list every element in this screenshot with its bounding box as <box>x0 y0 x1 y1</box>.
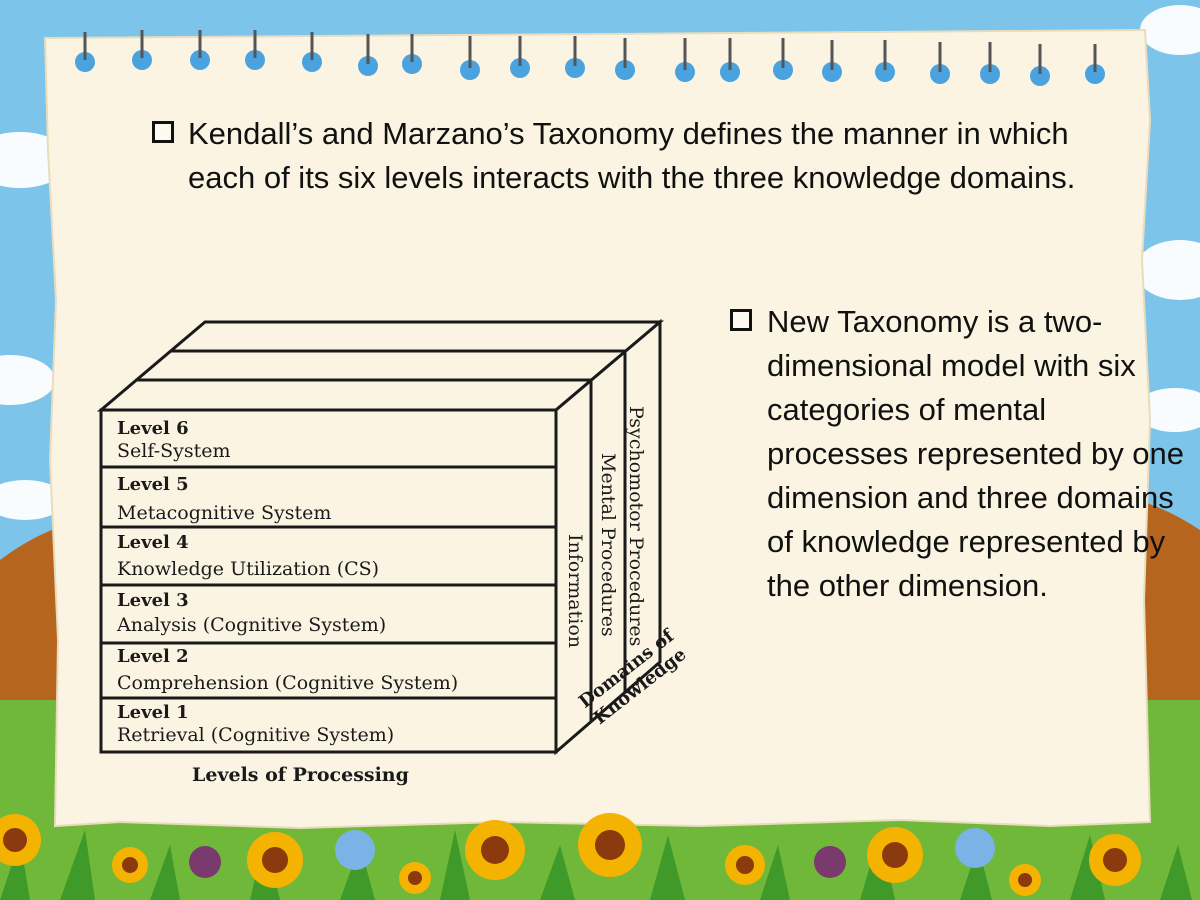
level-4-label: Level 4 Knowledge Utilization (CS) <box>117 532 379 580</box>
grass <box>0 830 1192 900</box>
level-name: Comprehension (Cognitive System) <box>117 672 459 694</box>
domain-label-information: Information <box>564 533 586 649</box>
level-name: Analysis (Cognitive System) <box>117 614 387 636</box>
level-1-label: Level 1 Retrieval (Cognitive System) <box>117 702 394 746</box>
spiral-binding <box>75 30 1105 86</box>
level-6-label: Level 6 Self-System <box>117 418 231 462</box>
domain-label-psychomotor-procedures: Psychomotor Procedures <box>625 406 647 647</box>
level-title: Level 5 <box>117 474 189 495</box>
sunflowers <box>0 813 1141 896</box>
levels-axis-label: Levels of Processing <box>192 764 409 786</box>
domain-label-mental-procedures: Mental Procedures <box>597 453 619 637</box>
level-2-label: Level 2 Comprehension (Cognitive System) <box>117 646 458 694</box>
level-title: Level 2 <box>117 646 189 667</box>
bullet-checkbox-icon <box>730 309 752 331</box>
bullet-checkbox-icon <box>152 121 174 143</box>
level-name: Self-System <box>117 440 231 462</box>
level-5-label: Level 5 Metacognitive System <box>117 474 331 524</box>
level-name: Knowledge Utilization (CS) <box>117 558 380 580</box>
level-title: Level 4 <box>117 532 189 553</box>
bullet-text-1: Kendall’s and Marzano’s Taxonomy defines… <box>188 116 1076 195</box>
level-3-label: Level 3 Analysis (Cognitive System) <box>117 590 386 636</box>
bullet-text-2: New Taxonomy is a two-dimensional model … <box>767 304 1185 603</box>
level-title: Level 1 <box>117 702 189 723</box>
level-title: Level 3 <box>117 590 189 611</box>
taxonomy-cube <box>96 318 665 756</box>
cloud-right <box>1135 5 1200 432</box>
level-title: Level 6 <box>117 418 189 439</box>
level-name: Metacognitive System <box>117 502 332 524</box>
level-name: Retrieval (Cognitive System) <box>117 724 395 746</box>
